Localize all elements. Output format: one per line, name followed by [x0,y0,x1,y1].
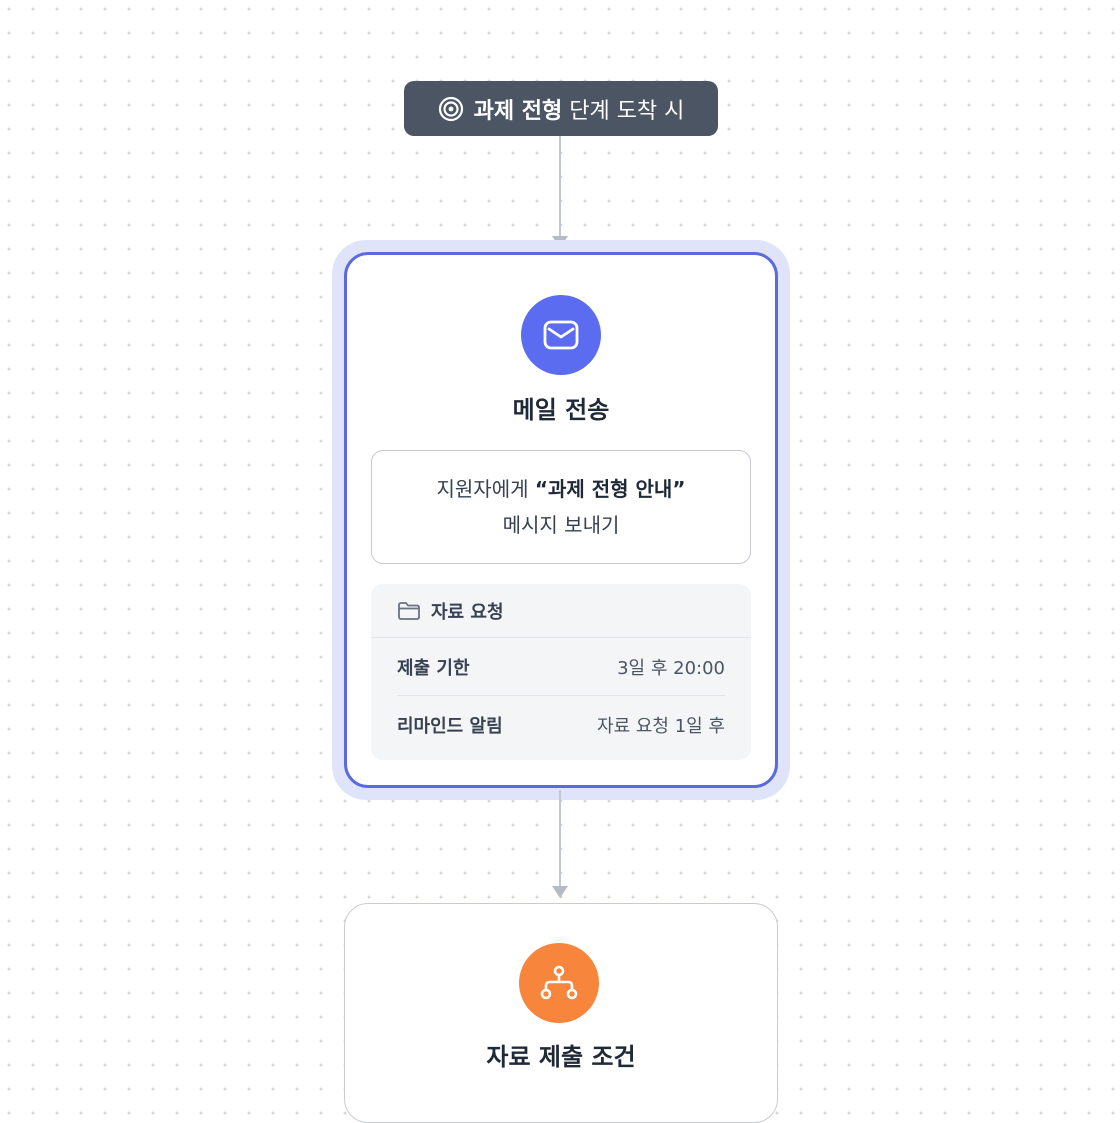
detail-value: 3일 후 20:00 [617,657,725,679]
condition-node-card[interactable]: 자료 제출 조건 [344,903,778,1123]
folder-icon [397,601,421,621]
details-header: 자료 요청 [371,584,751,638]
condition-node-icon-badge [519,943,599,1023]
trigger-node[interactable]: 과제 전형 단계 도착 시 [404,81,718,136]
branch-icon [539,965,579,1001]
connector-line [559,136,561,238]
condition-node-title: 자료 제출 조건 [486,1043,636,1071]
detail-row-deadline: 제출 기한 3일 후 20:00 [397,638,725,696]
trigger-suffix: 단계 도착 시 [569,98,685,124]
email-node-title: 메일 전송 [512,396,610,424]
message-prefix: 지원자에게 [436,477,529,501]
request-details-panel: 자료 요청 제출 기한 3일 후 20:00 리마인드 알림 자료 요청 1일 … [371,584,751,760]
detail-label: 리마인드 알림 [397,715,503,737]
details-title: 자료 요청 [431,601,504,623]
detail-label: 제출 기한 [397,657,470,679]
email-node-card[interactable]: 메일 전송 지원자에게 “과제 전형 안내” 메시지 보내기 자료 요청 제출 … [344,252,778,788]
message-suffix: 메시지 보내기 [502,513,620,537]
mail-icon [543,320,579,350]
message-summary[interactable]: 지원자에게 “과제 전형 안내” 메시지 보내기 [371,450,751,564]
trigger-stage: 과제 전형 [473,98,563,124]
detail-row-reminder: 리마인드 알림 자료 요청 1일 후 [397,696,725,753]
message-template-name: “과제 전형 안내” [534,477,686,501]
target-icon [438,96,464,122]
detail-value: 자료 요청 1일 후 [597,715,725,737]
connector-arrow [552,886,568,898]
connector-line [559,790,561,888]
email-node-icon-badge [521,295,601,375]
